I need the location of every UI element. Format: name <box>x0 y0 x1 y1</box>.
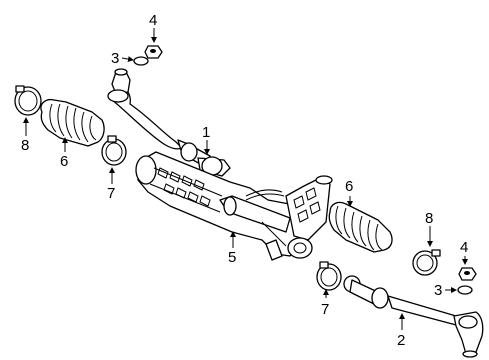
callout-2: 2 <box>397 332 405 349</box>
callout-7-right: 7 <box>321 301 329 318</box>
clamp-left-outer <box>14 85 42 116</box>
callout-6-left: 6 <box>60 153 68 170</box>
tie-rod-end-left <box>107 68 183 150</box>
callout-1: 1 <box>202 124 210 141</box>
callout-8-right: 8 <box>425 210 433 227</box>
callout-7-left: 7 <box>107 185 115 202</box>
clamp-right-inner <box>316 261 342 291</box>
callout-8-left: 8 <box>21 137 29 154</box>
callout-4-top: 4 <box>149 12 157 29</box>
callout-3-top: 3 <box>111 50 119 67</box>
nut-bottom <box>458 267 477 281</box>
clamp-left-inner <box>101 135 127 166</box>
callout-4-bottom: 4 <box>460 239 468 256</box>
boot-left <box>40 98 105 147</box>
callout-3-bottom: 3 <box>434 282 442 299</box>
washer-bottom <box>457 285 473 295</box>
washer-top <box>133 56 149 66</box>
nut-top <box>144 45 163 59</box>
rack-housing <box>135 151 333 261</box>
callout-6-right: 6 <box>345 178 353 195</box>
boot-right <box>328 201 393 253</box>
clamp-right-outer <box>412 249 441 276</box>
inner-tie-rod-left <box>177 139 231 177</box>
tie-rod-end-right <box>453 311 484 358</box>
callout-5: 5 <box>228 249 236 266</box>
